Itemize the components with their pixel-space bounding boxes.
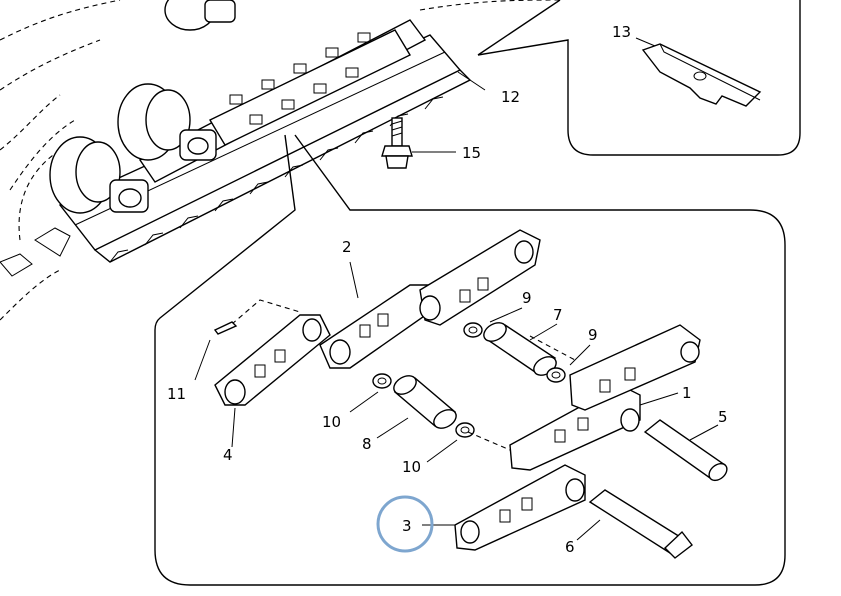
callout-10-bottom: 10 [402, 458, 421, 476]
callout-12: 12 [501, 88, 520, 106]
seal-rings [372, 322, 566, 438]
bushing-7 [483, 322, 557, 376]
callout-5: 5 [718, 408, 728, 426]
callout-13: 13 [612, 23, 631, 41]
pin-6 [588, 489, 693, 559]
callout-2: 2 [342, 238, 352, 256]
link-part-1 [509, 324, 701, 471]
callout-1: 1 [682, 384, 692, 402]
callout-10-left: 10 [322, 413, 341, 431]
callout-4: 4 [223, 446, 233, 464]
callout-6: 6 [565, 538, 575, 556]
track-assembly [0, 0, 561, 321]
link-part-4 [214, 299, 331, 406]
callout-3-highlight [376, 495, 434, 553]
pin-5 [643, 419, 728, 482]
callout-15: 15 [462, 144, 481, 162]
track-roller-1 [49, 136, 149, 214]
track-roller-2 [117, 83, 217, 161]
track-bolt [381, 117, 413, 169]
callout-labels: 13 12 15 2 9 7 9 11 1 10 5 8 4 10 3 6 [167, 23, 728, 556]
bushing-8 [393, 375, 457, 429]
callout-9-top: 9 [522, 289, 532, 307]
link-part-3 [454, 464, 586, 551]
callout-11: 11 [167, 385, 186, 403]
link-part-2 [319, 229, 541, 369]
inset-shoe-plate [477, 0, 801, 156]
callout-9-right: 9 [588, 326, 598, 344]
track-roller-3 [164, 0, 236, 31]
retainer-11 [213, 321, 238, 335]
callout-3[interactable]: 3 [402, 517, 412, 535]
callout-8: 8 [362, 435, 372, 453]
callout-7: 7 [553, 306, 563, 324]
detail-frame [154, 134, 786, 586]
leader-arrows [194, 37, 719, 541]
